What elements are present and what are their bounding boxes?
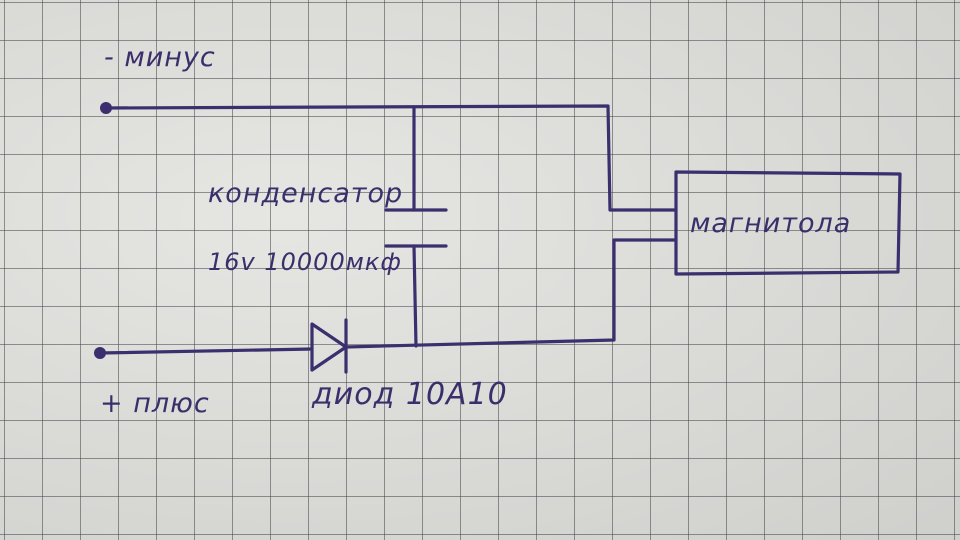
minus-wire bbox=[104, 104, 678, 212]
diode-symbol bbox=[310, 322, 348, 372]
minus-label: - минус bbox=[104, 42, 216, 73]
diode-label: диод 10А10 bbox=[312, 377, 508, 412]
plus-label: + плюс bbox=[100, 388, 210, 419]
plus-wire bbox=[98, 347, 314, 355]
plus-output-wire bbox=[344, 238, 678, 349]
capacitor-rating-label: 16v 10000мкф bbox=[208, 248, 402, 276]
radio-box bbox=[674, 170, 902, 276]
capacitor-label: конденсатор bbox=[208, 178, 404, 209]
capacitor-lead-bottom bbox=[412, 244, 418, 348]
radio-label: магнитола bbox=[690, 208, 852, 239]
